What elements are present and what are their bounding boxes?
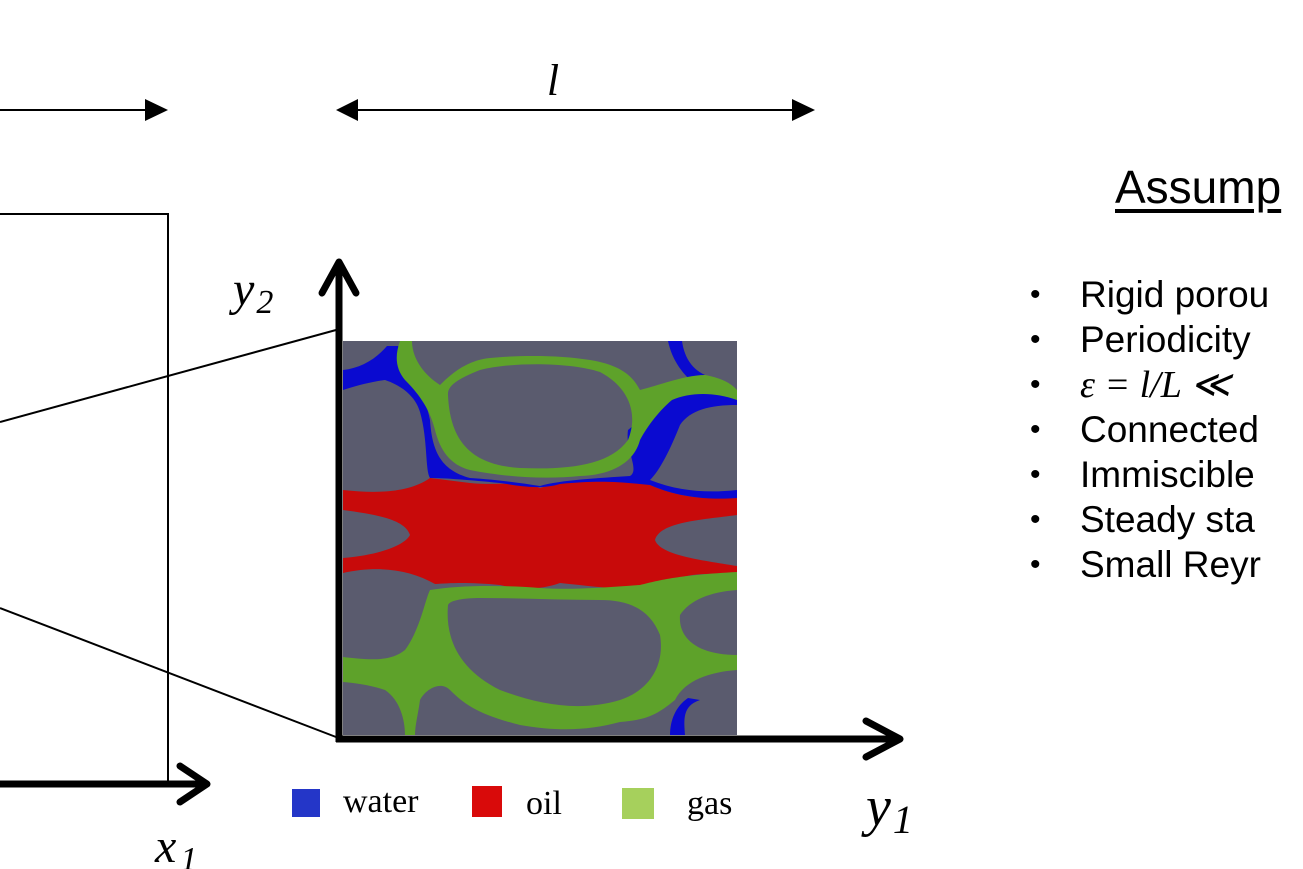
legend-label-oil: oil [526, 785, 562, 822]
zoom-connector-lines [0, 329, 337, 738]
water-phase-corner-top [668, 341, 705, 380]
legend-item-water: water [292, 783, 419, 820]
assumption-item-scale-ratio: •ε = l/L ≪ [1030, 364, 1231, 406]
bullet-icon: • [1030, 278, 1041, 311]
pore-cell-image [343, 341, 737, 735]
legend-item-oil: oil [472, 785, 562, 822]
x1-axis-arrow [0, 762, 211, 806]
macro-dimension-arrow [0, 99, 168, 121]
bullet-icon: • [1030, 503, 1041, 536]
legend-label-gas: gas [687, 785, 732, 822]
gas-phase-bottom [343, 572, 737, 735]
length-label-l: l [547, 56, 559, 105]
bullet-icon: • [1030, 458, 1041, 491]
assumption-item: •Immiscible [1030, 454, 1255, 495]
legend-label-water: water [343, 783, 419, 820]
assumption-item: •Periodicity [1030, 319, 1251, 360]
oil-phase [343, 478, 737, 589]
water-phase-corner-bottom [670, 698, 700, 735]
bullet-icon: • [1030, 413, 1041, 446]
assumption-item: •Steady sta [1030, 499, 1255, 540]
micro-dimension-arrow [336, 99, 815, 121]
bullet-icon: • [1030, 323, 1041, 356]
bullet-icon: • [1030, 368, 1041, 401]
legend-item-gas: gas [622, 785, 732, 822]
legend-swatch-oil [472, 786, 502, 817]
bullet-icon: • [1030, 548, 1041, 581]
assumption-item: •Connected [1030, 409, 1259, 450]
phase-legend: water oil gas [292, 783, 732, 822]
legend-swatch-gas [622, 788, 654, 819]
y1-axis-label: y1 [861, 776, 913, 842]
legend-swatch-water [292, 789, 320, 817]
water-phase [343, 346, 737, 499]
y2-axis-arrow [318, 258, 360, 742]
assumption-item: •Rigid porou [1030, 274, 1270, 315]
assumptions-list: •Rigid porou •Periodicity •ε = l/L ≪ •Co… [1030, 272, 1269, 587]
assumption-item: •Small Reyr [1030, 544, 1261, 585]
macro-domain-box [0, 213, 169, 782]
y1-axis-arrow [336, 717, 904, 761]
assumptions-title: Assump [1115, 161, 1282, 213]
y2-axis-label: y2 [228, 263, 273, 321]
